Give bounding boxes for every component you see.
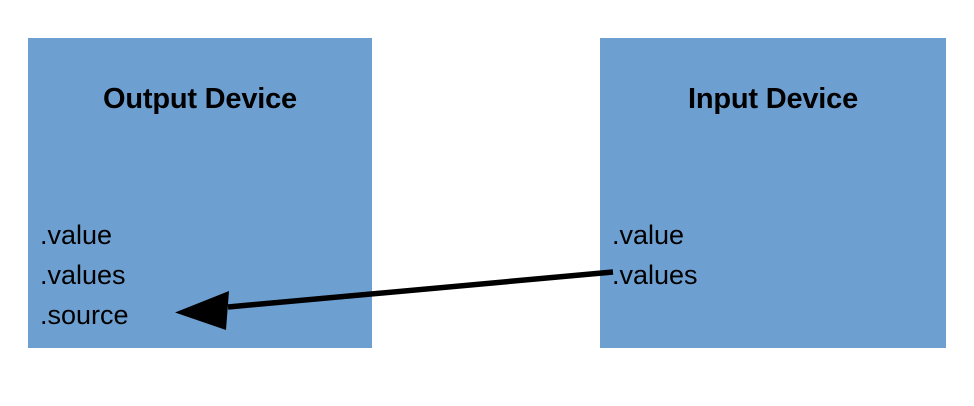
output-device-attribute-source: .source	[40, 300, 129, 330]
input-device-attribute-value: .value	[612, 220, 685, 250]
output-device-attribute-values: .values	[40, 260, 126, 290]
input-device-box[interactable]: Input Device .value .values	[600, 38, 946, 348]
input-device-title: Input Device	[687, 83, 859, 115]
output-device-title: Output Device	[103, 83, 297, 115]
input-device-attribute-values: .values	[612, 260, 698, 290]
output-device-attribute-list: .value .values .source	[40, 215, 129, 335]
output-device-box[interactable]: Output Device .value .values .source	[28, 38, 372, 348]
output-device-attribute-value: .value	[40, 220, 113, 250]
input-device-attribute-list: .value .values	[612, 215, 698, 295]
